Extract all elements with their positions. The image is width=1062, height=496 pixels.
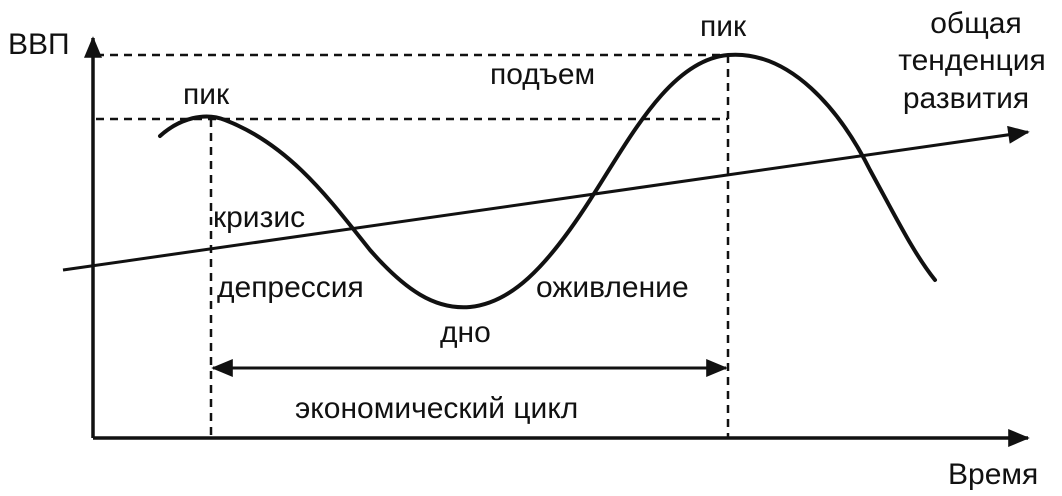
crisis-label: кризис (213, 201, 305, 234)
trend-label-line2: тенденция (898, 44, 1046, 77)
recovery-label: оживление (536, 271, 689, 304)
x-axis-label: Время (948, 458, 1038, 491)
peak-left-label: пик (183, 78, 230, 111)
trend-label-line1: общая (930, 7, 1021, 40)
trough-label: дно (440, 316, 491, 349)
trend-line (62, 125, 1030, 272)
cycle-label: экономический цикл (295, 392, 578, 425)
y-axis-label: ВВП (8, 28, 70, 61)
rise-label: подъем (490, 58, 595, 91)
depression-label: депрессия (217, 271, 364, 304)
trend-label-line3: развития (903, 82, 1029, 115)
cycle-curve (158, 52, 937, 310)
peak-right-label: пик (700, 10, 747, 43)
